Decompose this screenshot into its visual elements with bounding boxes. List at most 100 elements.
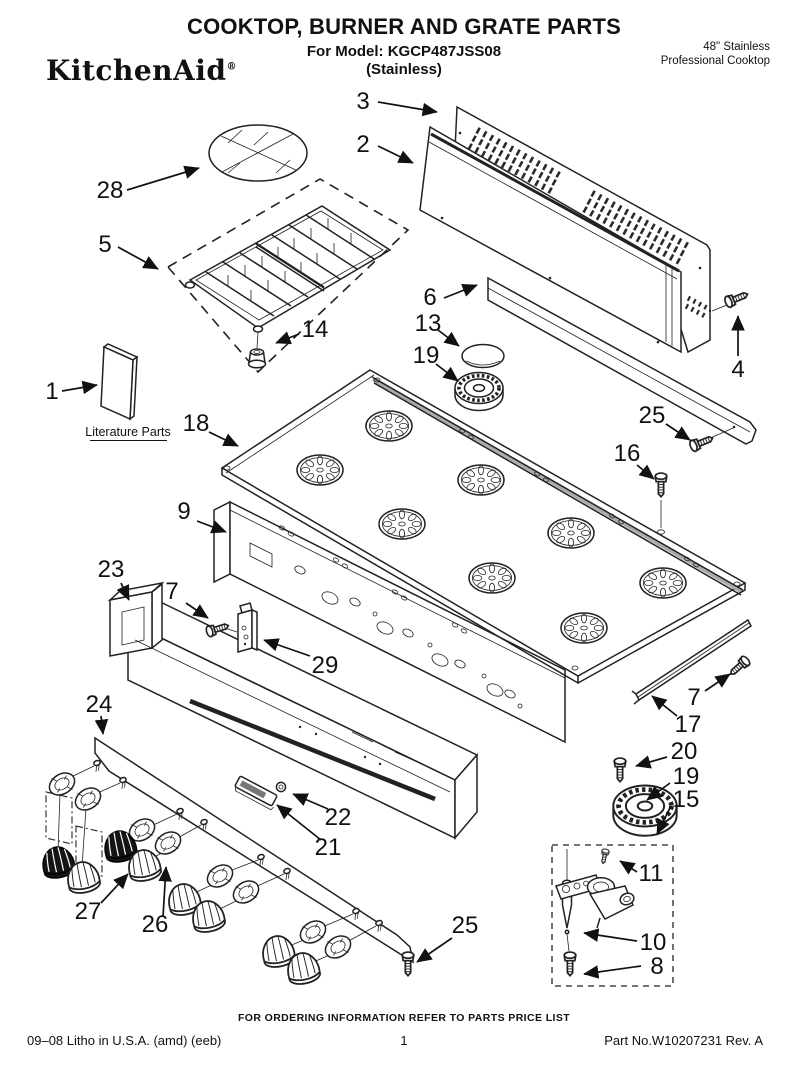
burner-opening [639,567,687,599]
burner-opening [457,464,505,496]
part-14-grate-foot [247,331,267,369]
knob-bezel [228,875,264,909]
callout-25-upper: 25 [639,402,691,441]
callout-14: 14 [275,316,329,345]
callout-label: 1 [45,378,58,405]
registered-mark: ® [226,61,237,73]
callout-label: 14 [302,316,329,343]
callout-7-left: 7 [165,578,209,619]
callout-28: 28 [97,165,200,204]
callout-label: 18 [183,410,210,437]
burner-opening [547,517,595,549]
part-7-screw-right [726,654,753,679]
part-11-orifice [598,847,611,865]
burner-opening [378,508,426,540]
callout-20: 20 [635,738,697,769]
callout-13: 13 [415,310,460,347]
knob-bezel [44,767,80,801]
callout-label: 27 [75,898,102,925]
callout-6: 6 [423,283,478,311]
part-22-badge-screw [275,781,287,793]
callout-label: 19 [673,763,700,790]
burner-opening [560,612,608,644]
litho-line: 09–08 Litho in U.S.A. (amd) (eeb) [27,1033,222,1048]
part-2-backguard-panel [419,125,690,354]
ordering-note: FOR ORDERING INFORMATION REFER TO PARTS … [237,1012,571,1024]
callout-5: 5 [98,231,159,270]
callout-29: 29 [263,638,339,679]
callout-10: 10 [583,928,666,956]
callout-label: 24 [86,691,113,718]
callout-17: 17 [651,695,702,738]
product-info-line2: Professional Cooktop [660,55,770,67]
callout-8: 8 [583,953,664,980]
callout-26: 26 [142,866,172,938]
callout-label: 23 [98,556,125,583]
brand-name: KitchenAid [46,54,227,87]
part-29-spark-module [237,602,258,653]
callout-label: 8 [650,953,663,980]
callout-2: 2 [356,131,414,164]
brand-logo: KitchenAid® [46,54,237,87]
part-24-control-panel [38,736,415,988]
part-6-rear-trim [487,276,757,445]
callout-21: 21 [276,804,341,861]
part-1-literature: Literature Parts [85,343,171,441]
part-28-griddle-cover [208,124,308,182]
callout-3: 3 [356,88,438,117]
callout-label: 26 [142,911,169,938]
part-17-front-trim [631,618,752,705]
callout-label: 15 [673,786,700,813]
callouts: 3 2 28 5 14 1 18 6 13 19 4 25 16 9 23 7 … [45,88,745,980]
part-15-valve-assembly [551,844,674,987]
burner-opening [365,410,413,442]
part-4-screw [708,287,751,313]
callout-label: 13 [415,310,442,337]
burner-opening [468,562,516,594]
model-line: For Model: KGCP487JSS08 [306,43,502,60]
callout-label: 2 [356,131,369,158]
callout-27: 27 [75,873,129,925]
knob-bezel [295,915,331,949]
callout-label: 22 [325,804,352,831]
callout-label: 25 [639,402,666,429]
callout-24: 24 [86,691,113,735]
callout-19-bottom: 19 [646,763,700,801]
callout-label: 29 [312,652,339,679]
part-25-screw-bottom [401,951,415,977]
callout-15: 15 [656,786,700,835]
part-23-manifold-panel [107,581,479,841]
part-7-screw-left [204,619,238,639]
part-5-grate-assembly [166,178,410,374]
callout-label: 6 [423,284,436,311]
part-8-screw [563,951,577,977]
callout-label: 3 [356,88,369,115]
callout-7-right: 7 [687,673,731,711]
product-info: 48" Stainless Professional Cooktop [661,40,770,68]
part-13-burner-cap [461,343,505,369]
callout-label: 17 [675,711,702,738]
callout-22: 22 [292,793,352,831]
callout-11: 11 [619,860,664,887]
callout-label: 11 [639,860,664,887]
callout-23: 23 [98,556,130,601]
callout-label: 25 [452,912,479,939]
page-title: COOKTOP, BURNER AND GRATE PARTS [186,14,621,39]
callout-label: 19 [413,342,440,369]
callout-9: 9 [177,498,227,534]
callout-16: 16 [614,440,655,480]
part-20-screw [613,757,627,783]
page-number: 1 [400,1033,408,1048]
part-19-burner-head-top [453,370,505,413]
callout-label: 7 [165,578,178,605]
knob-bezel [150,826,186,860]
burner-opening [296,454,344,486]
callout-label: 4 [731,356,744,383]
callout-1: 1 [45,378,98,405]
part-21-nameplate [234,775,278,811]
callout-label: 5 [98,231,111,258]
callout-19-top: 19 [413,342,459,382]
callout-25-bottom: 25 [416,912,479,963]
